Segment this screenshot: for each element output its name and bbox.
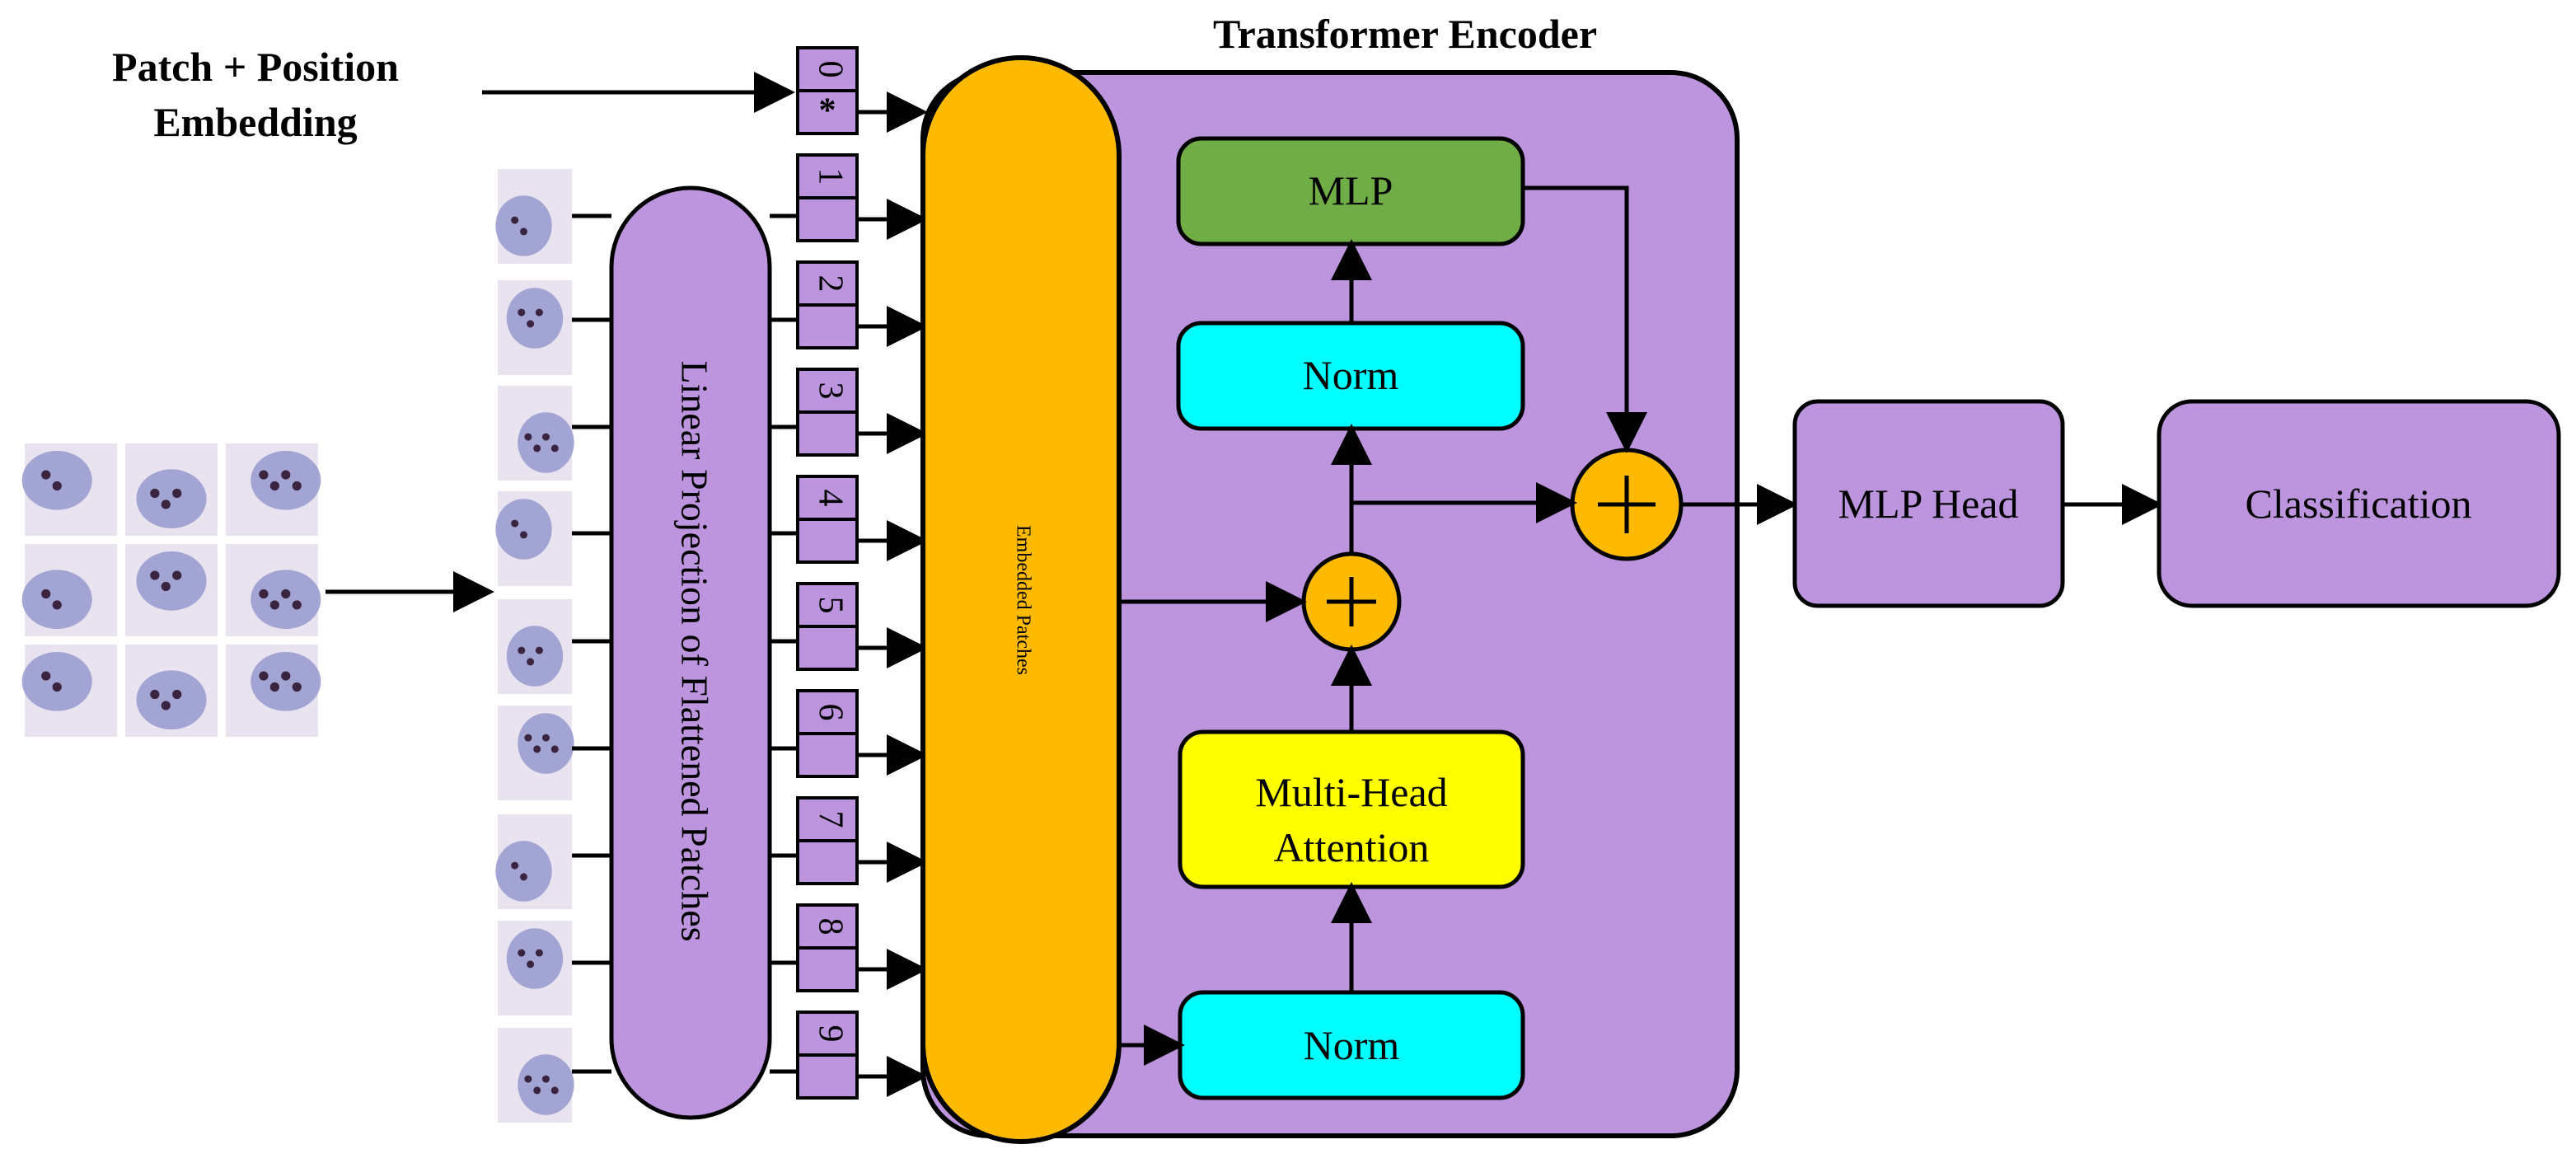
position-token-number: 0 (811, 61, 849, 78)
position-token-number: 3 (811, 382, 849, 400)
position-token: 8 (796, 903, 859, 992)
embedded-patches-label: Embedded Patches (1012, 525, 1033, 675)
projection-connectors (572, 213, 798, 1074)
position-token: 0* (796, 46, 859, 135)
add-circle-outer (1570, 448, 1684, 561)
flattened-patch (498, 386, 574, 481)
flattened-patch (498, 280, 572, 375)
add-circle-inner (1301, 551, 1402, 652)
classification-block (2157, 399, 2561, 608)
position-token: 1 (796, 153, 859, 242)
multi-head-attention-label-line2: Attention (1274, 824, 1430, 870)
flattened-patch-column (495, 169, 574, 1123)
multi-head-attention-label-line1: Multi-Head (1255, 769, 1447, 815)
flattened-patch (495, 814, 572, 909)
position-token-number: 1 (811, 168, 849, 185)
encoder-connectors (1119, 185, 2163, 1066)
patch-position-label-line1: Patch + Position (112, 44, 399, 90)
flattened-patch (498, 599, 572, 694)
flattened-patch (498, 921, 572, 1015)
norm-top-label: Norm (1303, 352, 1399, 398)
position-token-number: 6 (811, 704, 849, 721)
flattened-patch (495, 491, 572, 586)
position-token-number: 7 (811, 811, 849, 828)
position-token: 6 (796, 689, 859, 778)
position-token-number: 9 (811, 1025, 849, 1043)
mlp-label: MLP (1309, 167, 1393, 213)
classification-label: Classification (2246, 481, 2472, 527)
position-token-number: 2 (811, 275, 849, 293)
position-token: 5 (796, 582, 859, 671)
input-patch (21, 443, 117, 536)
mlp-head-label: MLP Head (1838, 481, 2019, 527)
flattened-patch (498, 706, 574, 800)
input-patch (21, 645, 117, 737)
position-token-number: 5 (811, 597, 849, 614)
position-token: 4 (796, 475, 859, 564)
input-patch (21, 544, 117, 636)
transformer-encoder-title: Transformer Encoder (1213, 11, 1597, 57)
position-token-number: 8 (811, 918, 849, 936)
input-patch (226, 645, 321, 737)
patch-position-label-line2: Embedding (153, 99, 357, 145)
flattened-patch (495, 169, 572, 264)
position-token: 9 (796, 1011, 859, 1100)
position-token: 3 (796, 368, 859, 457)
flattened-patch (498, 1028, 574, 1123)
input-image-grid (21, 443, 321, 737)
mlp-head-block (1792, 399, 2065, 608)
linear-projection-block (609, 185, 772, 1120)
norm-bottom-label: Norm (1304, 1022, 1400, 1068)
position-token: 7 (796, 796, 859, 885)
token-arrows (857, 91, 928, 1097)
input-patch (125, 544, 218, 636)
input-patch (226, 544, 321, 636)
linear-projection-label: Linear Projection of Flattened Patches (673, 360, 715, 941)
input-patch (125, 645, 218, 737)
position-token: 2 (796, 260, 859, 349)
input-patch (226, 443, 321, 536)
class-token-mark: * (819, 92, 836, 130)
position-token-number: 4 (811, 490, 849, 507)
input-patch (125, 443, 218, 536)
